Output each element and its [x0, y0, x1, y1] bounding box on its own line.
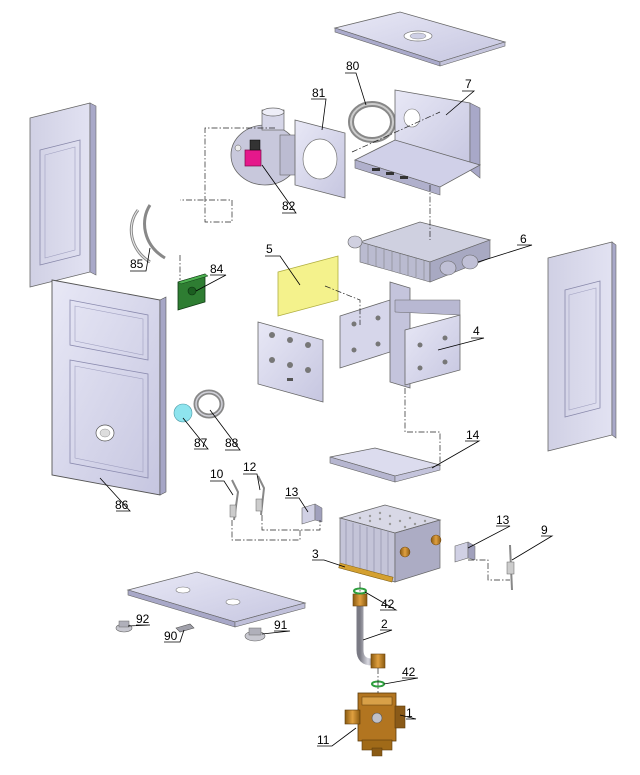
foot-92 — [115, 620, 133, 633]
sight-glass-ring — [193, 389, 225, 419]
fan-blower — [230, 107, 300, 186]
top-cover — [333, 11, 507, 67]
heat-exchanger-top — [347, 221, 492, 283]
callout-4: 4 — [473, 324, 480, 338]
callout-90: 90 — [164, 629, 178, 643]
callout-5: 5 — [266, 242, 273, 256]
callout-13-right: 13 — [496, 513, 510, 527]
callout-6: 6 — [520, 232, 527, 246]
right-side-panel — [547, 241, 617, 452]
insulation-board — [277, 255, 339, 317]
ignition-electrode — [229, 479, 240, 521]
callout-92: 92 — [136, 612, 150, 626]
temperature-sensor — [506, 544, 515, 591]
left-side-panel — [29, 102, 97, 288]
burner-bracket-right — [454, 541, 476, 563]
gas-pipe — [352, 593, 386, 669]
green-sensor-box — [177, 273, 209, 311]
gas-valve — [344, 692, 406, 757]
sight-glass-disc — [173, 403, 193, 423]
foot-91 — [244, 627, 266, 642]
callout-labels: 80 81 7 82 85 84 5 6 4 86 87 88 10 12 13… — [115, 59, 548, 747]
callout-2: 2 — [381, 617, 388, 631]
combustion-front-panel — [257, 321, 324, 403]
callout-87: 87 — [194, 436, 208, 450]
clip-90 — [175, 623, 195, 633]
callout-91: 91 — [274, 618, 288, 632]
leader-lines — [99, 72, 554, 747]
callout-14: 14 — [466, 428, 480, 442]
callout-7: 7 — [465, 77, 472, 91]
callout-12: 12 — [243, 460, 257, 474]
assembly-lines — [179, 111, 510, 693]
burner-bracket-left — [301, 503, 323, 525]
callout-3: 3 — [312, 547, 319, 561]
combustion-chamber — [339, 281, 461, 389]
callout-85: 85 — [130, 257, 144, 271]
callout-80: 80 — [346, 59, 360, 73]
fan-flange — [294, 119, 346, 199]
ionization-electrode — [255, 475, 266, 516]
callout-9: 9 — [541, 523, 548, 537]
callout-82: 82 — [282, 199, 296, 213]
front-door-panel — [51, 279, 167, 496]
callout-42-lower: 42 — [402, 665, 416, 679]
callout-10: 10 — [210, 467, 224, 481]
gasket-ring — [348, 101, 396, 143]
drip-tray — [329, 447, 441, 483]
bottom-plate — [126, 571, 307, 628]
callout-81: 81 — [312, 86, 326, 100]
callout-13-left: 13 — [285, 485, 299, 499]
callout-42-upper: 42 — [381, 597, 395, 611]
callout-86: 86 — [115, 498, 129, 512]
callout-88: 88 — [225, 436, 239, 450]
callout-11: 11 — [317, 733, 330, 747]
burner-assembly — [338, 504, 442, 583]
callout-84: 84 — [210, 262, 224, 276]
callout-1: 1 — [406, 706, 413, 720]
wire-bracket — [129, 204, 166, 264]
